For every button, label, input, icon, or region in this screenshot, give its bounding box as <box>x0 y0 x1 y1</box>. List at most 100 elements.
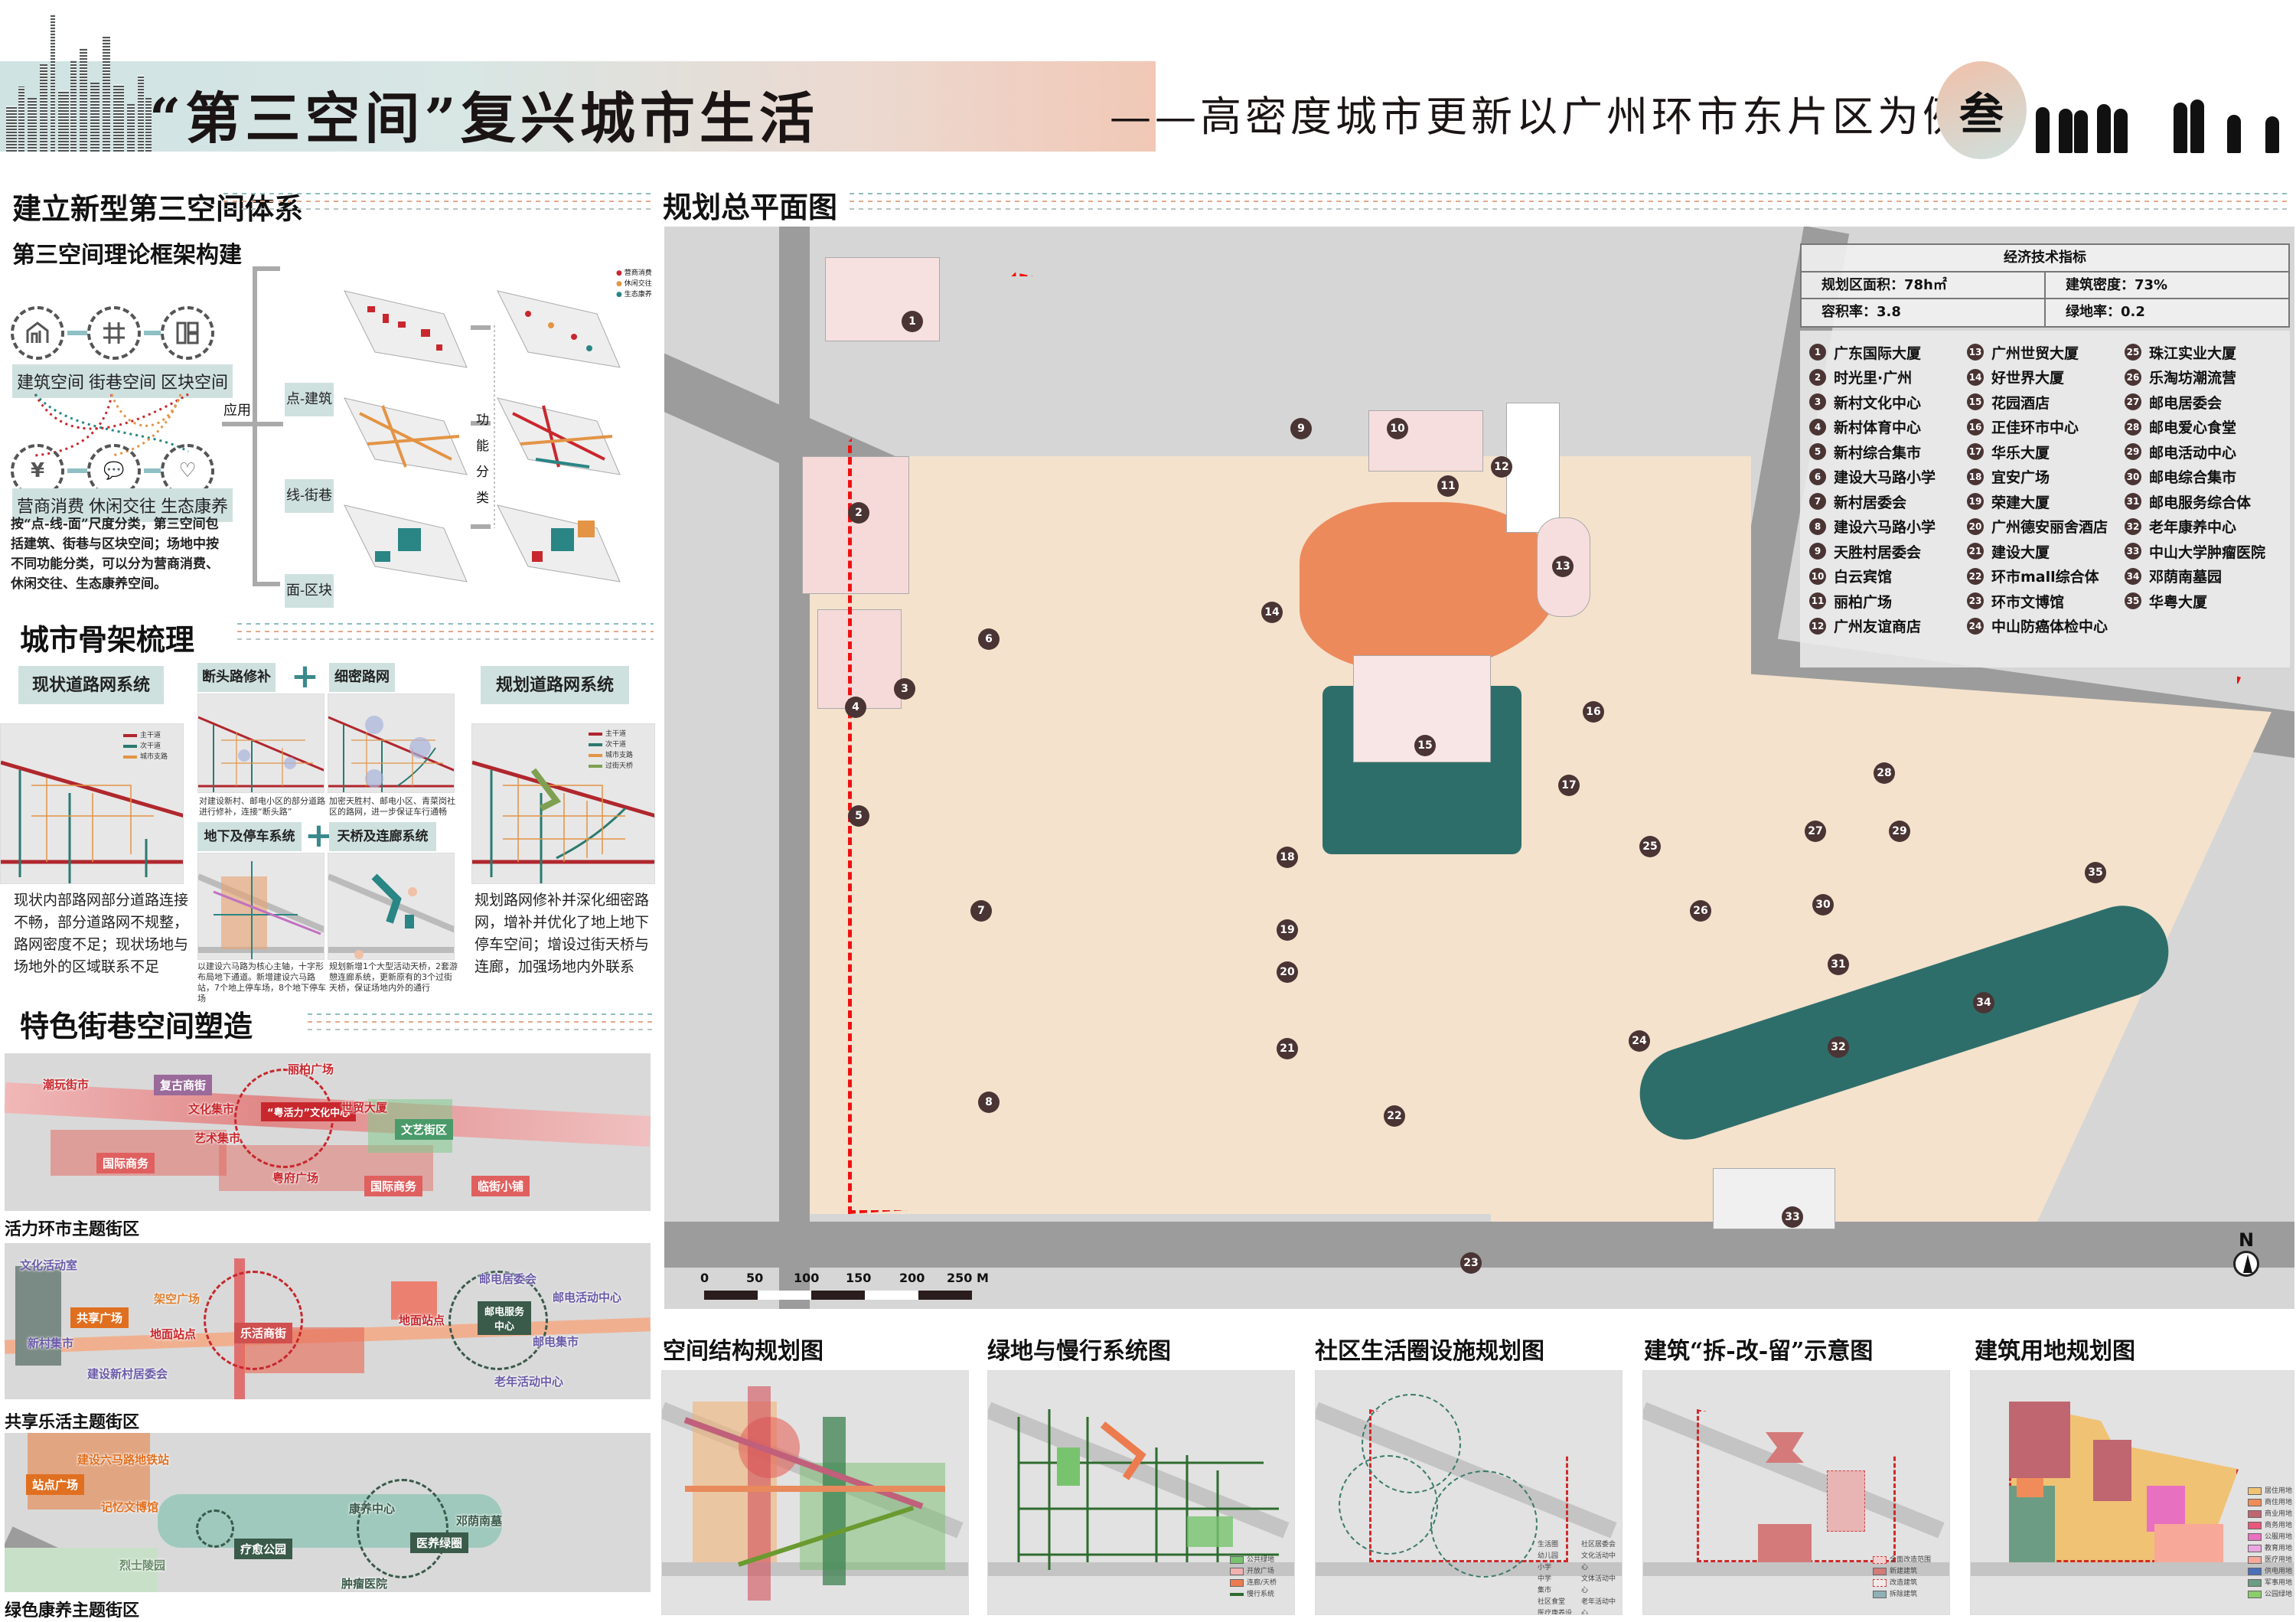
apply-label: 应用 <box>223 403 251 419</box>
map-title-spatial-structure: 空间结构规划图 <box>663 1338 823 1365</box>
function-classify-label: 功能 分类 <box>476 413 489 506</box>
district-caption: 共享乐活主题街区 <box>5 1412 140 1432</box>
framework-thumbnail-maps <box>344 290 621 583</box>
map-label: 新村集市 <box>28 1336 74 1350</box>
indicator-area: 规划区面积：78h㎡ <box>1802 273 2046 298</box>
north-arrow-icon: N <box>2233 1229 2259 1277</box>
scale-point-building: 点-建筑 <box>285 383 334 416</box>
plus-icon: + <box>305 816 333 855</box>
map-label: 邮电集市 <box>533 1335 579 1349</box>
underground-parking-map <box>197 853 325 960</box>
shared-street-district-map: 文化活动室 架空广场 共享广场 新村集市 地面站点 乐活商街 建设新村居委会 地… <box>5 1243 651 1399</box>
map-label: 地面站点 <box>399 1314 445 1327</box>
map-label: 文化活动室 <box>20 1258 78 1272</box>
map-label: 世贸大厦 <box>341 1101 388 1115</box>
dense-network-label: 细密路网 <box>329 663 395 692</box>
poster-header: “第三空间”复兴城市生活 ——高密度城市更新以广州环市东片区为例 叁 <box>0 0 2296 168</box>
street-grid-icon <box>87 306 141 360</box>
skybridge-corridor-text: 规划新增1个大型活动天桥，2套游憩连廊系统，更新原有的3个过街天桥，保证场地内外… <box>329 961 458 993</box>
map-title-demolish-renovate-keep: 建筑“拆-改-留”示意图 <box>1644 1338 1874 1365</box>
vitality-street-district-map: “粤活力”文化中心 潮玩街市 复古商街 丽柏广场 文化集市 世贸大厦 艺术集市 … <box>5 1053 651 1211</box>
cultural-center-label: “粤活力”文化中心 <box>261 1102 357 1121</box>
map-label: 国际商务 <box>364 1176 423 1196</box>
map-label: 地面站点 <box>150 1327 197 1341</box>
map-label: 站点广场 <box>26 1474 85 1495</box>
planned-road-network-label: 规划道路网系统 <box>481 666 629 704</box>
underground-parking-text: 以建设六马路为核心主轴，十字形布局地下通道。新增建设六马路站，7个地上停车场，8… <box>197 961 326 1004</box>
title-banner <box>0 61 1156 152</box>
indicator-far: 容积率：3.8 <box>1802 299 2046 326</box>
function-legend: ● 营商消费 ● 休闲交往 ● 生态康养 <box>616 269 652 299</box>
map-label: 潮玩街市 <box>43 1078 90 1092</box>
map-label: 烈士陵园 <box>119 1558 166 1572</box>
land-use-map: 居住用地 商住用地 商业用地 商务用地 公服用地 教育用地 医疗用地 供电用地 … <box>1970 1370 2294 1615</box>
scale-line-street: 线-街巷 <box>285 479 334 513</box>
subsection-title-framework: 第三空间理论框架构建 <box>12 242 242 269</box>
title-divider <box>308 1013 654 1030</box>
skybridge-corridor-label: 天桥及连廊系统 <box>329 822 436 851</box>
function-type-label: 生态康养 <box>156 488 233 522</box>
spatial-structure-map <box>661 1370 969 1615</box>
green-wellness-district-map: 建设六马路地铁站 站点广场 记忆文博馆 烈士陵园 疗愈公园 康养中心 邓荫南墓 … <box>5 1433 651 1592</box>
map-label: 文化集市 <box>188 1102 235 1116</box>
map-title-community-facilities: 社区生活圈设施规划图 <box>1315 1338 1544 1365</box>
indicator-density: 建筑密度：73% <box>2066 277 2168 293</box>
indicators-title: 经济技术指标 <box>1802 245 2288 273</box>
space-type-label: 建筑空间 <box>12 364 90 398</box>
dead-end-repair-text: 对建设新村、邮电小区的部分道路进行修补，连接“断头路” <box>199 796 325 817</box>
map-label: 记忆文博馆 <box>101 1500 159 1514</box>
poster-title: “第三空间”复兴城市生活 <box>149 86 819 151</box>
sheet-number-seal: 叁 <box>1936 61 2027 159</box>
city-skyline-graphic <box>6 11 152 152</box>
title-divider <box>223 193 652 210</box>
map-label: 邮电活动中心 <box>553 1291 622 1304</box>
dead-end-repair-label: 断头路修补 <box>197 663 276 692</box>
dense-network-text: 加密天胜村、邮电小区、青菜岗社区的路网，进一步保证车行通畅 <box>329 796 455 817</box>
green-slow-traffic-map: 公共绿地 开放广场 连廊/天桥 慢行系统 <box>987 1370 1295 1615</box>
map-label: 邮电居委会 <box>479 1272 537 1286</box>
underground-parking-label: 地下及停车系统 <box>197 822 302 851</box>
dead-end-repair-map <box>197 694 325 793</box>
dense-network-map <box>328 694 455 793</box>
space-type-label: 区块空间 <box>156 364 233 398</box>
section-title-urban-skeleton: 城市骨架梳理 <box>20 622 195 657</box>
map-title-green-slow-traffic: 绿地与慢行系统图 <box>987 1338 1171 1365</box>
space-type-label: 街巷空间 <box>84 364 161 398</box>
map-label: 医养绿圈 <box>410 1532 469 1553</box>
section-title-master-plan: 规划总平面图 <box>663 190 838 224</box>
title-divider <box>850 193 2288 210</box>
map-label: 邮电服务中心 <box>478 1301 531 1335</box>
plus-icon: + <box>291 657 319 696</box>
map-label: 文艺街区 <box>395 1119 454 1140</box>
current-road-network-label: 现状道路网系统 <box>18 666 164 704</box>
current-road-network-map: 主干道 次干道 城市支路 <box>0 723 184 884</box>
district-caption: 绿色康养主题街区 <box>5 1601 140 1620</box>
map-label: 建设六马路地铁站 <box>77 1453 170 1467</box>
map-label: 复古商街 <box>154 1075 213 1095</box>
skybridge-corridor-map <box>328 853 455 960</box>
section-title-street-space: 特色街巷空间塑造 <box>20 1009 253 1043</box>
map-label: 临街小铺 <box>471 1176 530 1196</box>
